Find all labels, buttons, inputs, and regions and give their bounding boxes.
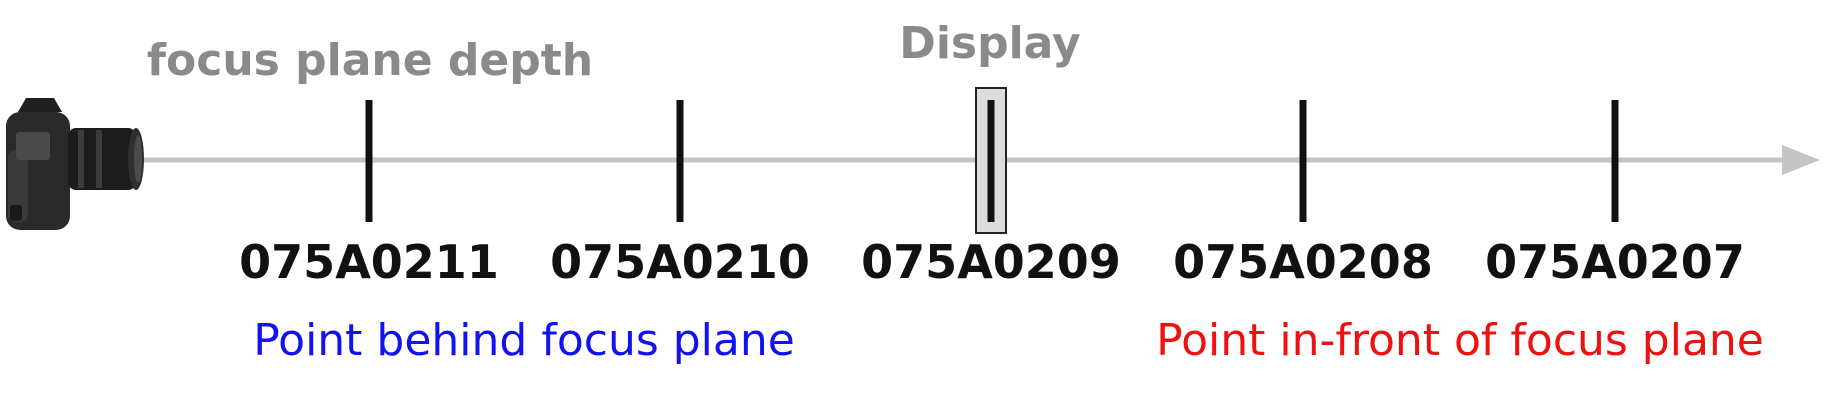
camera-icon [6, 98, 144, 230]
display-title: Display [899, 18, 1080, 69]
tick-label-075A0209: 075A0209 [861, 235, 1121, 289]
axis-arrowhead [1782, 145, 1820, 175]
tick-label-075A0210: 075A0210 [550, 235, 810, 289]
behind-focus-label: Point behind focus plane [253, 315, 795, 366]
focus-plane-depth-title: focus plane depth [147, 35, 593, 86]
tick-label-075A0211: 075A0211 [239, 235, 499, 289]
tick-label-075A0208: 075A0208 [1173, 235, 1433, 289]
tick-label-075A0207: 075A0207 [1485, 235, 1745, 289]
front-focus-label: Point in-front of focus plane [1156, 315, 1764, 366]
